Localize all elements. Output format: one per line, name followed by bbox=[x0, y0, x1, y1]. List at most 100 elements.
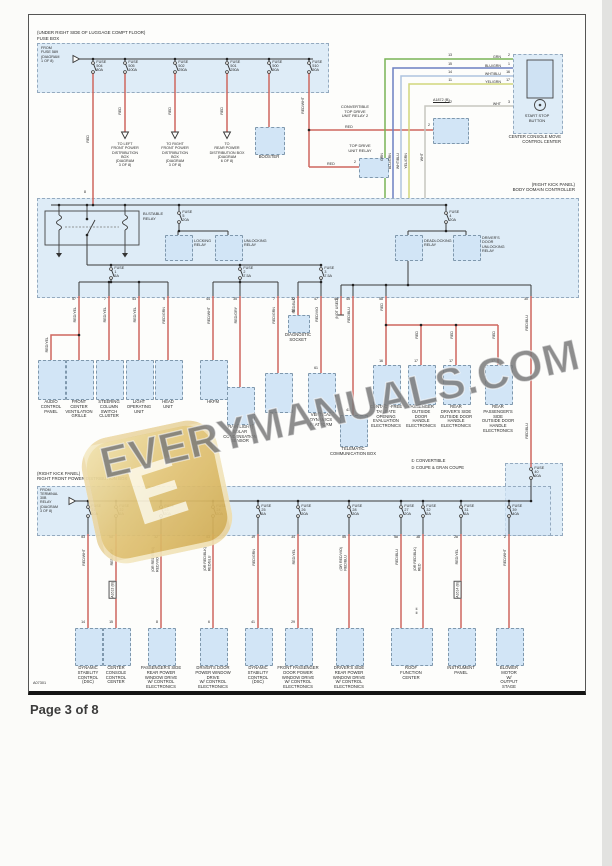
fuse-21 bbox=[86, 514, 90, 518]
pin-2: 2 bbox=[508, 53, 510, 57]
fuse-31-label: FUSE 31 5A bbox=[464, 504, 475, 517]
wire-red-2: RED bbox=[118, 107, 122, 115]
fuse-500 bbox=[269, 64, 273, 71]
bot-red-grn: RED/GRN bbox=[252, 549, 256, 566]
mid-red-handles: RED bbox=[380, 303, 384, 311]
fuse-3-label: FUSE 3 7.5A bbox=[324, 266, 335, 279]
booster bbox=[255, 127, 285, 155]
junction-dot bbox=[296, 499, 300, 503]
junction-dot bbox=[444, 203, 448, 207]
fuse-25 bbox=[256, 505, 260, 509]
page-footer: Page 3 of 8 bbox=[30, 702, 99, 717]
legend-2: ② COUPE & GRAN COUPE bbox=[411, 465, 465, 470]
steering-column-switch-cluster-label: STEERING COLUMN SWITCH CLUSTER bbox=[98, 399, 120, 419]
junction-dot bbox=[238, 263, 242, 267]
junction-dot bbox=[256, 499, 260, 503]
junction-dot bbox=[267, 57, 271, 61]
passengers-side-rear-power-window-drive-label: PASSENGER'S SIDE REAR POWER WINDOW DRIVE… bbox=[140, 665, 182, 690]
mid-red-yel-branch: RED/YEL bbox=[45, 337, 49, 353]
telematic-communication-box bbox=[340, 415, 368, 447]
instrument-panel-label: INSTRUMENT PANEL bbox=[447, 665, 475, 675]
rear-passengers-side-outside-door-handle-electronics bbox=[485, 365, 513, 405]
pin-45: 45 bbox=[346, 297, 350, 301]
legend-1: ① CONVERTIBLE bbox=[411, 458, 446, 463]
wire-wht-blu: WHT/BLU bbox=[484, 71, 501, 76]
fuse-32 bbox=[421, 505, 425, 509]
fuse-5 bbox=[179, 214, 183, 221]
wire-red-4: RED bbox=[220, 107, 224, 115]
dynamic-stability-control-1 bbox=[75, 628, 103, 666]
fuse-40 bbox=[529, 467, 533, 471]
pin-16: 16 bbox=[379, 359, 383, 363]
fuse-4 bbox=[444, 220, 448, 224]
fuse-501 bbox=[225, 70, 229, 74]
fuse-4 bbox=[446, 214, 450, 221]
bot-red-blu: RED/BLU bbox=[395, 549, 399, 565]
roof-function-center bbox=[391, 628, 433, 666]
wire-yel-grn: YEL/GRN bbox=[485, 79, 501, 84]
bot-red-wht-1: RED/WHT bbox=[82, 549, 86, 566]
pin-14: 14 bbox=[81, 620, 85, 624]
junction-dot bbox=[85, 203, 89, 207]
wire-red-43 bbox=[50, 334, 79, 360]
code-a1872: A1872 (B) bbox=[433, 98, 450, 102]
junction-dot bbox=[307, 128, 311, 132]
mid-red-yel-1: RED/YEL bbox=[73, 307, 77, 323]
riser-wht-blu: WHT/BLU bbox=[396, 153, 400, 170]
junction-dot bbox=[107, 280, 111, 284]
from-fuse-589: FROM FUSE 589 (DIAGRAM 1 OF 8) bbox=[41, 46, 60, 63]
junction-dot bbox=[399, 499, 403, 503]
pin-15: 15 bbox=[448, 62, 452, 66]
fuse-25-label: FUSE 25 5A bbox=[261, 504, 272, 517]
fuse-26-label: FUSE 26 30A bbox=[301, 504, 312, 517]
mid-red-vio: RED/VIO bbox=[315, 307, 319, 322]
junction-dot bbox=[177, 203, 181, 207]
fuse-504-label: FUSE 504 80A bbox=[96, 60, 107, 73]
junction-dot bbox=[444, 229, 448, 233]
deadlocking-relay-label: DEADLOCKING RELAY bbox=[424, 239, 452, 248]
fuse-3 bbox=[321, 270, 325, 277]
body-domain-controller bbox=[37, 198, 579, 298]
drivers-door-unlocking-relay bbox=[453, 235, 481, 261]
fuse-3 bbox=[319, 276, 323, 280]
arrow-right-icon bbox=[68, 496, 77, 506]
junction-dot bbox=[137, 280, 141, 284]
dynamic-stability-control-2-label: DYNAMIC STABILITY CONTROL (DSC) bbox=[247, 665, 269, 685]
pin-17: 17 bbox=[506, 78, 510, 82]
fuse-28 bbox=[347, 514, 351, 518]
junction-dot bbox=[507, 499, 511, 503]
blower-motor-output-stage bbox=[496, 628, 524, 666]
fuse-504 bbox=[91, 70, 95, 74]
junction-dot bbox=[307, 57, 311, 61]
rain-light-solar-condensation-sensor bbox=[227, 387, 255, 425]
fuse-2-label: FUSE 2 7.5A bbox=[243, 266, 254, 279]
fuse-505 bbox=[125, 64, 129, 71]
fuse-504 bbox=[93, 64, 97, 71]
blower-motor-output-stage-label: BLOWER MOTOR W/ OUTPUT STAGE bbox=[499, 665, 519, 690]
mid-red-blu: RED/BLU bbox=[347, 307, 351, 323]
fuse40-red-blu-1: RED/BLU bbox=[525, 315, 529, 331]
bdc-title: (RIGHT KICK PANEL) BODY DOMAIN CONTROLLE… bbox=[512, 182, 575, 193]
roof-legend-marks: ① ② bbox=[415, 607, 419, 616]
steering-column-switch-cluster bbox=[96, 360, 124, 400]
center-console-control-center bbox=[103, 628, 131, 666]
arrow-down-icon bbox=[170, 131, 180, 140]
fuse-28 bbox=[347, 505, 351, 509]
pin-19: 19 bbox=[251, 535, 255, 539]
wire-red-1: RED bbox=[86, 135, 90, 143]
hkfm-label: HKFM bbox=[207, 399, 219, 404]
luggage-location-label: (UNDER RIGHT SIDE OF LUGGAGE COMPT FLOOR… bbox=[37, 29, 146, 35]
arrow-down-icon bbox=[120, 131, 130, 140]
front-passenger-door-power-window-drive bbox=[285, 628, 313, 666]
luggage-fuse-box bbox=[37, 43, 329, 93]
fuse-25 bbox=[256, 514, 260, 518]
head-unit-label: HEAD UNIT bbox=[162, 399, 174, 409]
wire-grn-9 bbox=[384, 58, 513, 198]
fuse-505 bbox=[123, 70, 127, 74]
audio-control-panel-label: AUDIO CONTROL PANEL bbox=[40, 399, 62, 414]
mid-red-gry: RED/GRY bbox=[234, 307, 238, 324]
dynamic-stability-control-1-label: DYNAMIC STABILITY CONTROL (DSC) bbox=[77, 665, 99, 685]
fuse-39 bbox=[507, 505, 511, 509]
fuse-32 bbox=[423, 508, 427, 515]
deadlocking-relay bbox=[395, 235, 423, 261]
